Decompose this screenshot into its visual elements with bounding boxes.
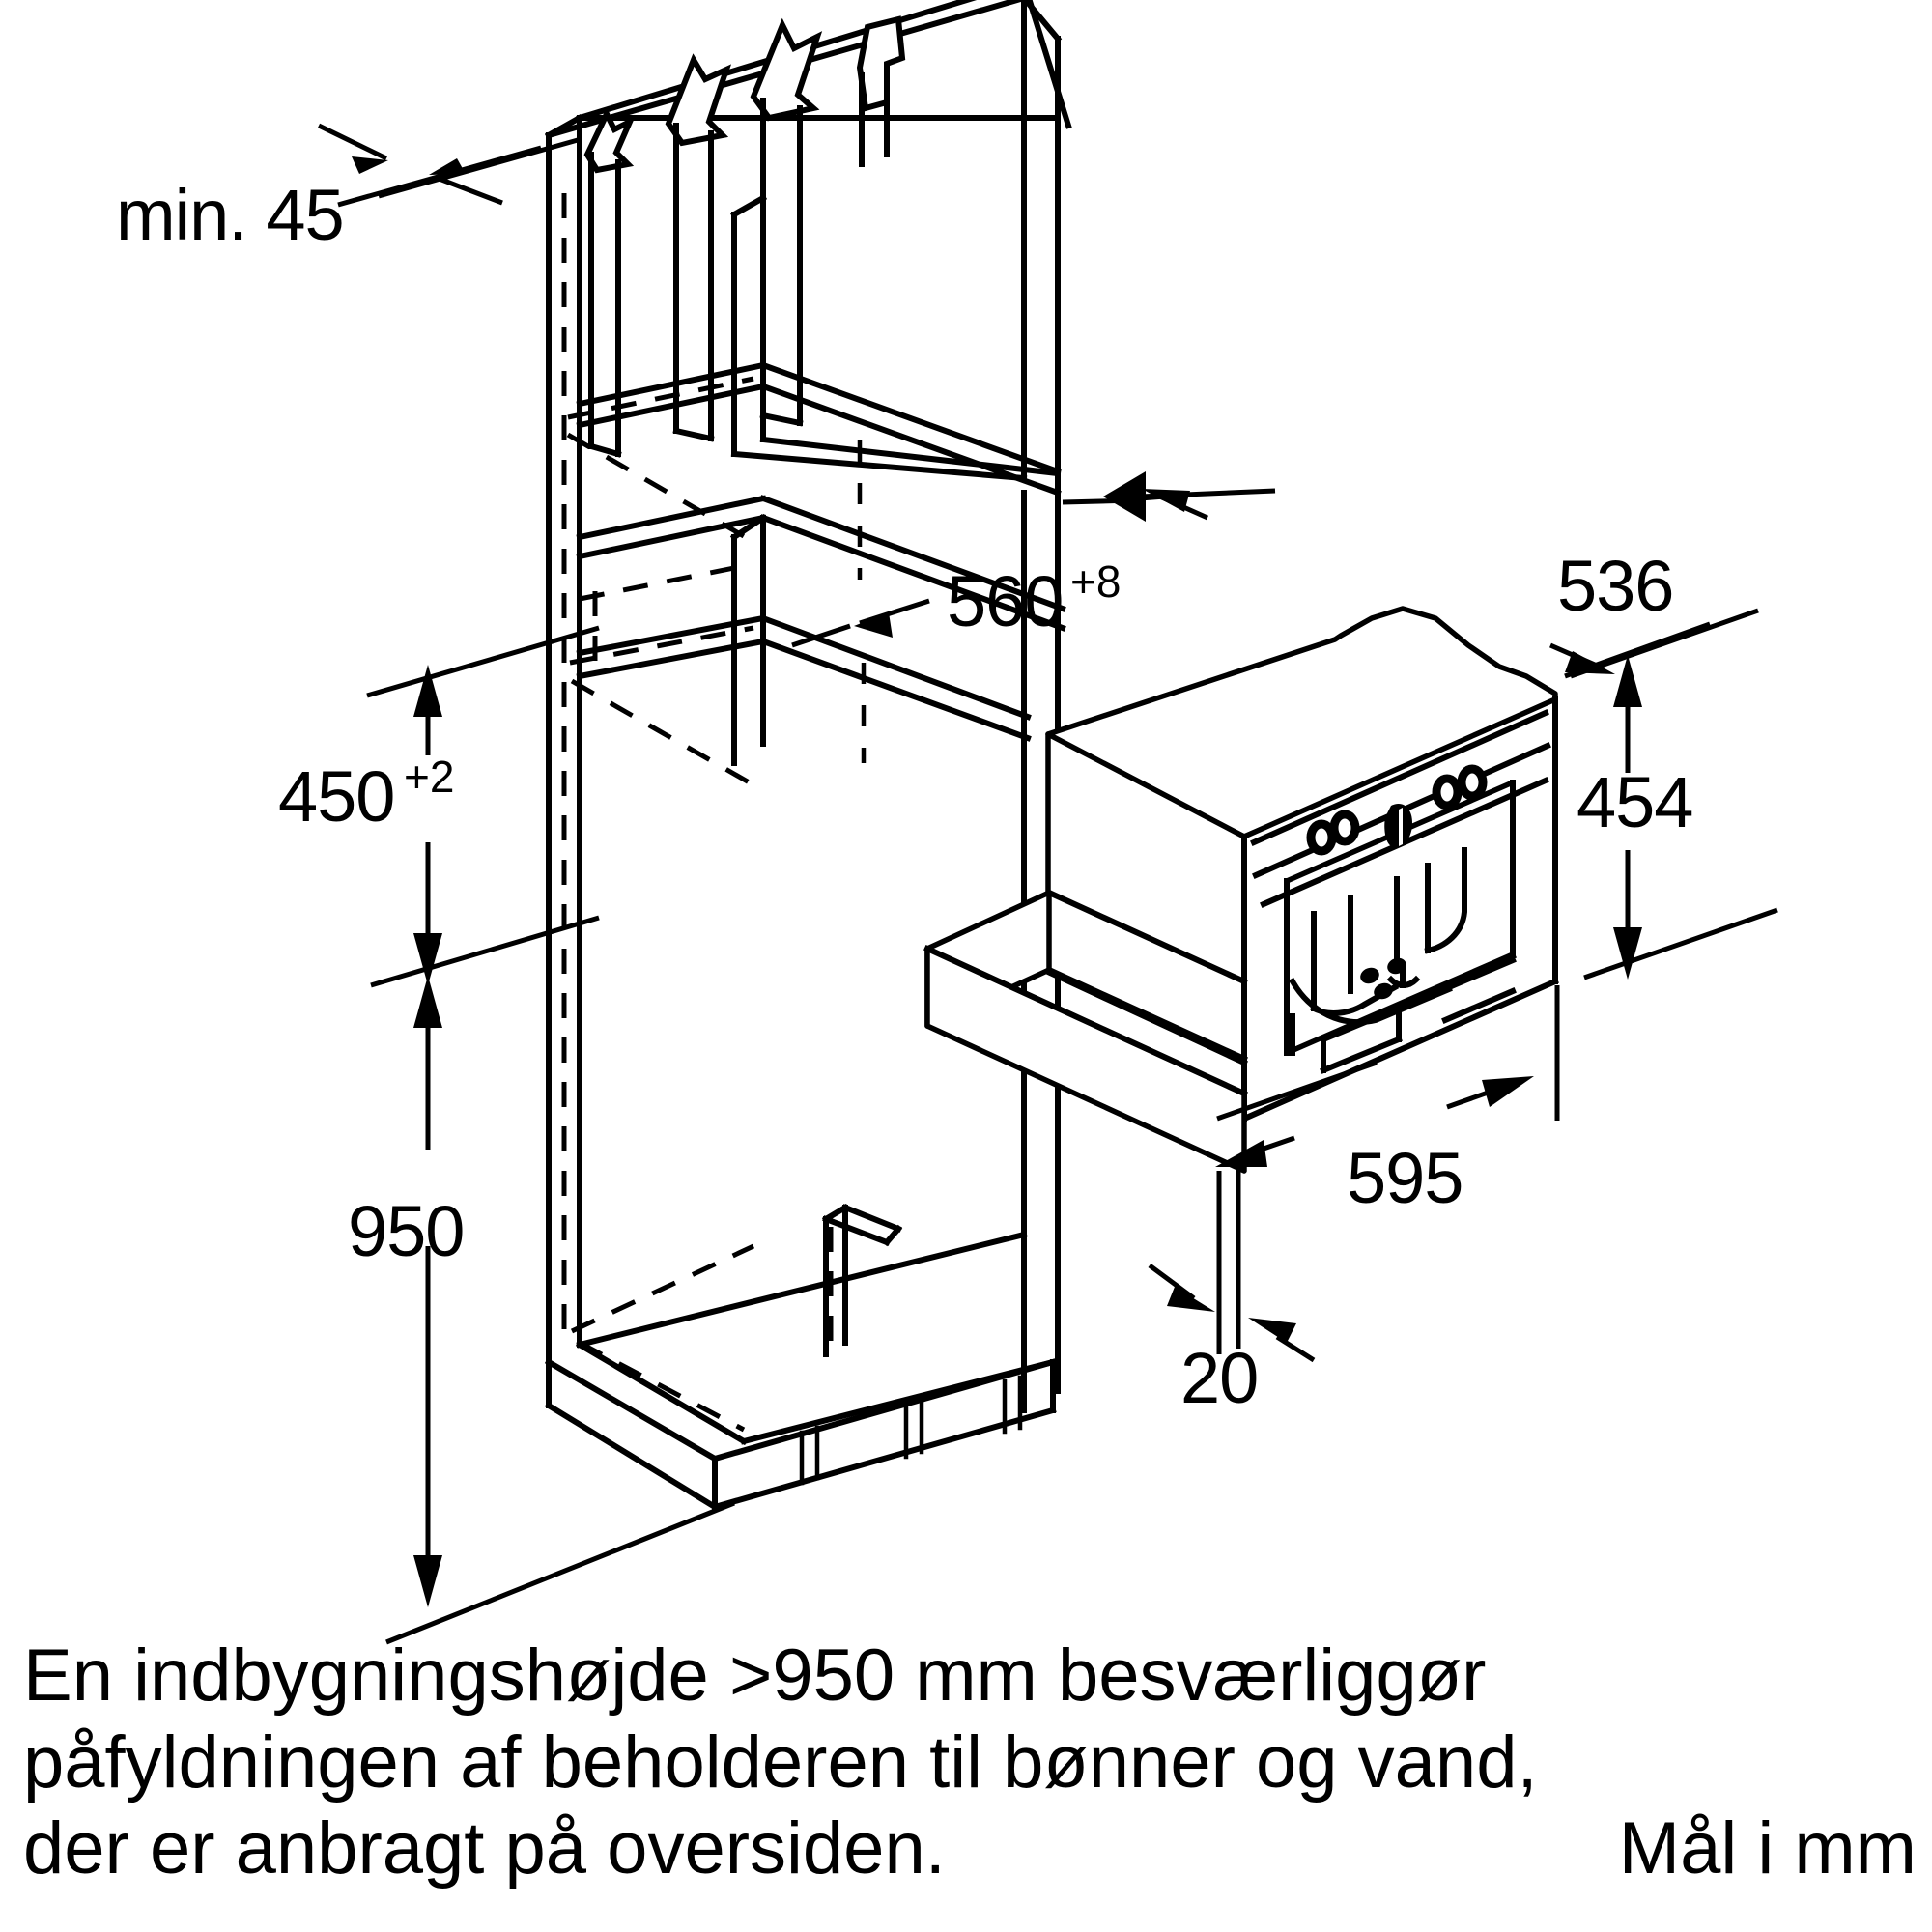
dim-label-450-sup: +2: [404, 752, 454, 802]
caption-line-2: påfyldningen af beholderen til bønner og…: [23, 1720, 1538, 1804]
dim-label-20: 20: [1180, 1338, 1258, 1418]
dim-label-560: 560: [947, 561, 1063, 641]
dim-label-536: 536: [1557, 546, 1673, 626]
up-arrow-icon: [856, 15, 906, 112]
dim-label-450: 450: [278, 756, 394, 837]
dim-label-950: 950: [348, 1191, 464, 1271]
caption-line-3: der er anbragt på oversiden.: [23, 1807, 946, 1890]
up-arrow-icon: [665, 53, 732, 147]
control-button[interactable]: [1306, 819, 1337, 856]
up-arrow-icon: [583, 107, 637, 174]
dimension-20: 20: [1148, 1165, 1316, 1418]
drip-tray-holes: [1360, 957, 1406, 1000]
dimension-min-45: min. 45: [116, 123, 579, 255]
coffee-machine: [923, 606, 1559, 1174]
dimension-560: 560 +8: [791, 440, 1276, 763]
dim-label-595: 595: [1347, 1138, 1463, 1218]
dimension-595: 595: [1215, 985, 1560, 1218]
up-arrow-icon: [750, 17, 823, 122]
control-panel[interactable]: [1306, 764, 1488, 856]
rotary-knob-icon[interactable]: [1384, 804, 1412, 847]
dimension-454: 454: [1570, 608, 1778, 980]
dim-label-560-sup: +8: [1070, 556, 1121, 607]
dim-label-min-45: min. 45: [116, 175, 344, 255]
control-button[interactable]: [1432, 774, 1463, 810]
caption-block: En indbygningshøjde >950 mm besværliggør…: [23, 1633, 1917, 1892]
dim-label-454: 454: [1577, 762, 1692, 842]
cabinet-carcass: [544, 0, 1072, 1512]
control-button[interactable]: [1457, 764, 1488, 801]
dimension-950: 950: [348, 976, 735, 1645]
caption-units: Mål i mm: [1618, 1807, 1917, 1890]
dimension-450: 450 +2: [278, 625, 600, 988]
caption-line-3-row: der er anbragt på oversiden. Mål i mm: [23, 1805, 1917, 1892]
caption-line-1: En indbygningshøjde >950 mm besværliggør: [23, 1634, 1487, 1717]
ventilation-arrows: [583, 15, 906, 458]
dimension-536: 536: [1139, 489, 1711, 679]
control-button[interactable]: [1329, 810, 1360, 846]
